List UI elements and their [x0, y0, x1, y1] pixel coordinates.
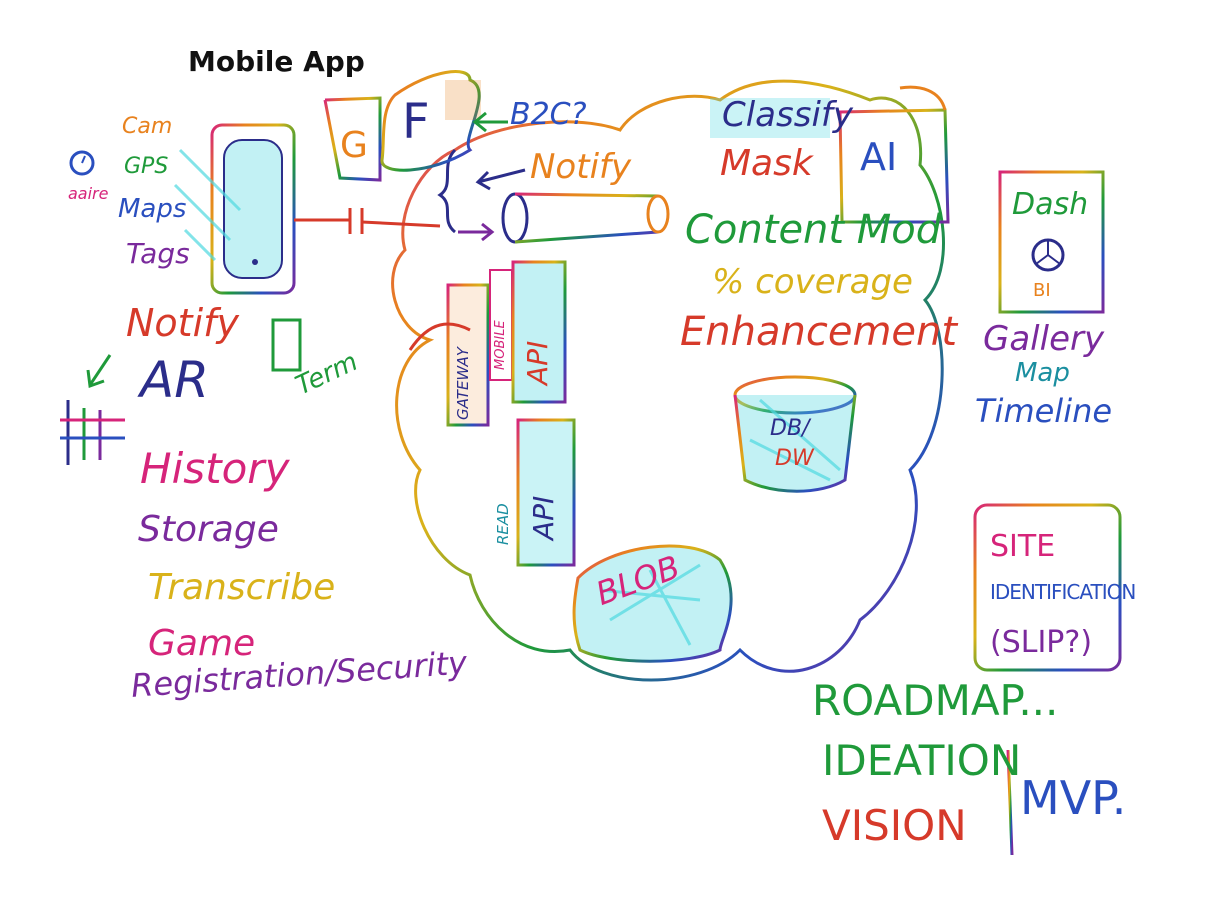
ar-arrow	[86, 354, 112, 389]
ai-box	[710, 85, 950, 224]
read-api-box	[516, 418, 576, 567]
phone-icon	[210, 123, 296, 295]
phone-connector	[294, 208, 441, 234]
site-line1: SITE	[990, 529, 1056, 564]
notify-label: Notify	[530, 147, 632, 187]
b2c-label: B2C?	[510, 97, 587, 132]
queue-arrow	[458, 222, 495, 242]
b2c-arrow	[472, 111, 508, 133]
dashboard-box	[998, 170, 1105, 314]
db-label: DB/	[770, 416, 810, 441]
site-box	[973, 503, 1122, 672]
map-label: Map	[1015, 358, 1070, 388]
timeline-label: Timeline	[975, 392, 1113, 430]
site-line3: (SLIP?)	[990, 625, 1093, 660]
highlight-scribbles	[173, 148, 841, 646]
feature-ar: AR	[140, 351, 209, 409]
queue-cylinder	[501, 192, 670, 244]
brace	[437, 148, 457, 234]
g-label: G	[340, 125, 368, 166]
feature-storage: Storage	[138, 509, 279, 550]
vision-label: VISION	[822, 801, 967, 850]
page-title: Mobile App	[188, 45, 365, 78]
term-connector	[408, 322, 471, 351]
enhancement-label: Enhancement	[680, 309, 958, 355]
mask-label: Mask	[720, 143, 813, 184]
dw-label: DW	[775, 446, 814, 471]
read-api-label: API	[527, 495, 560, 540]
roadmap-label: ROADMAP...	[812, 676, 1059, 725]
feature-cam: Cam	[122, 114, 173, 139]
cloud-outline	[391, 79, 945, 682]
feature-gps: GPS	[124, 154, 169, 179]
feature-notify: Notify	[126, 301, 239, 345]
blob-container	[572, 544, 733, 663]
grid-icon	[60, 400, 125, 465]
bi-label: BI	[1033, 280, 1051, 301]
f-label: F	[402, 94, 430, 150]
roadmap-divider	[1006, 749, 1014, 856]
clock-icon	[69, 150, 95, 176]
coverage-label: % coverage	[712, 262, 913, 302]
gateway-label: GATEWAY	[454, 347, 472, 420]
ai-box-label: AI	[860, 135, 898, 179]
dash-label: Dash	[1012, 187, 1089, 222]
gateway-box	[446, 260, 567, 427]
api-label: API	[521, 340, 554, 385]
db-cylinder	[733, 375, 857, 493]
term-icon	[271, 318, 302, 372]
feature-tags: Tags	[126, 237, 190, 270]
classify-label: Classify	[722, 95, 853, 135]
content-mod-label: Content Mod	[685, 207, 942, 253]
feature-maps: Maps	[118, 194, 187, 224]
feature-game: Game	[148, 623, 256, 664]
read-label: READ	[494, 503, 512, 545]
mvp-label: MVP.	[1020, 771, 1127, 825]
mobile-label: MOBILE	[493, 320, 508, 370]
g-box	[323, 70, 481, 182]
feature-transcribe: Transcribe	[148, 567, 336, 608]
feature-history: History	[140, 444, 290, 493]
site-line2: IDENTIFICATION	[990, 580, 1136, 604]
gallery-label: Gallery	[983, 319, 1105, 359]
notify-arrow	[475, 168, 526, 191]
feature-aagf: aaire	[68, 184, 109, 203]
ideation-label: IDEATION	[822, 736, 1022, 785]
